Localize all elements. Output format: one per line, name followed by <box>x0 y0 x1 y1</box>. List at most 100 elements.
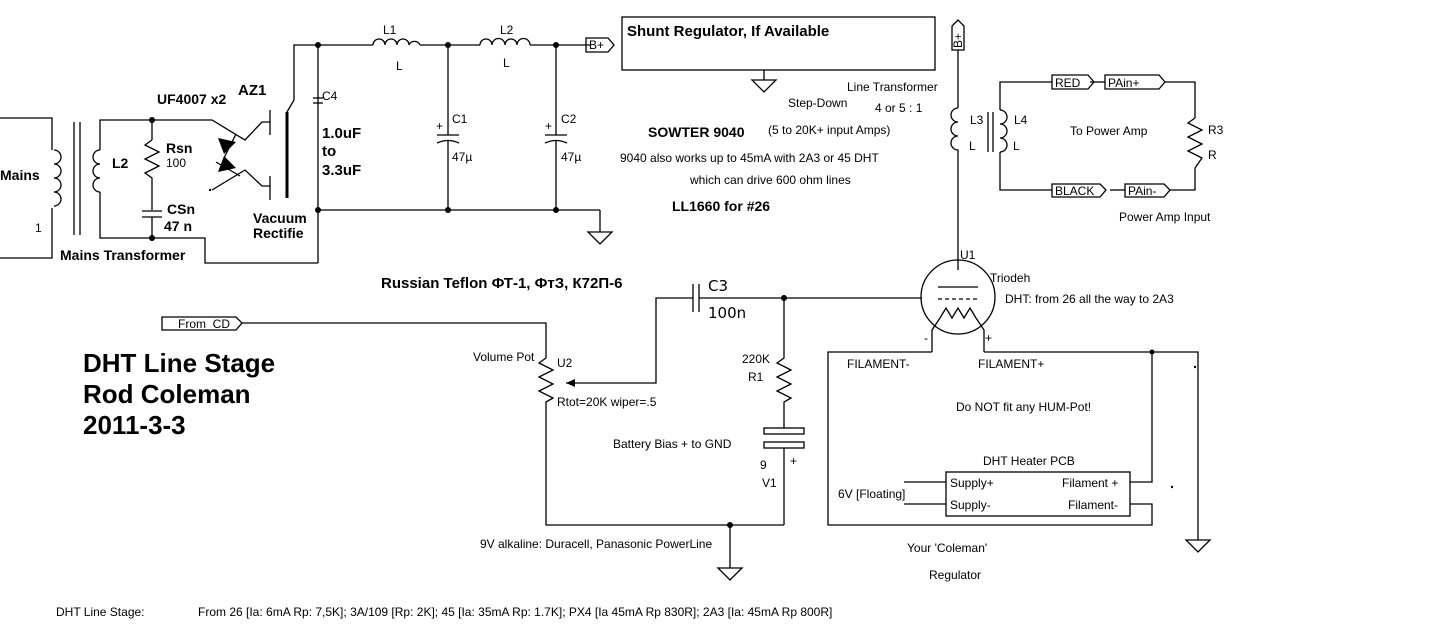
bplus-flag-shunt <box>951 19 965 108</box>
ll1660-label: LL1660 for #26 <box>672 198 770 214</box>
bplus-label-psu: B+ <box>589 38 604 52</box>
heater-wiring <box>827 349 1212 553</box>
mains-primary-coil <box>53 149 62 207</box>
no-hum-pot-note: Do NOT fit any HUM-Pot! <box>956 400 1091 414</box>
from-cd-label: From_CD <box>178 317 230 331</box>
c2-capacitor <box>544 45 568 210</box>
pain-plus-flag <box>1104 74 1166 90</box>
v1-name: V1 <box>762 476 777 490</box>
bplus-label-shunt: B+ <box>951 33 965 48</box>
black-label: BLACK <box>1055 184 1094 198</box>
sowter-note-2: which can drive 600 ohm lines <box>689 173 851 187</box>
line-transformer-label: Line Transformer <box>847 80 938 94</box>
c2-name: C2 <box>561 112 577 126</box>
c1-capacitor <box>436 45 460 210</box>
heater-pcb-box <box>945 471 1131 517</box>
sowter-note-1: 9040 also works up to 45mA with 2A3 or 4… <box>620 151 879 165</box>
line-transformer-ratio: 4 or 5 : 1 <box>875 101 923 115</box>
sowter-label: SOWTER 9040 <box>648 124 745 140</box>
red-label: RED <box>1055 76 1081 90</box>
l2-inductor <box>479 37 531 46</box>
l2-mains-label: L2 <box>112 155 129 171</box>
l1-inductor <box>372 38 421 46</box>
shunt-ground <box>750 70 778 93</box>
c1-name: C1 <box>452 112 468 126</box>
c4-value-2: to <box>322 143 336 160</box>
triode-tube <box>920 259 996 352</box>
l1-sub: L <box>396 59 403 73</box>
heater-pcb-label: DHT Heater PCB <box>983 454 1075 468</box>
csn-value: 47 n <box>164 218 192 234</box>
c4-capacitor <box>313 97 323 104</box>
dht-note: DHT: from 26 all the way to 2A3 <box>1005 292 1174 306</box>
az1-rectifier <box>269 44 318 200</box>
stepdown-label: Step-Down <box>788 96 847 110</box>
power-amp-input-label: Power Amp Input <box>1119 210 1211 224</box>
mains-pin-label: 1 <box>35 221 42 235</box>
csn-capacitor <box>142 210 162 238</box>
pain-plus-label: PAin+ <box>1108 76 1139 90</box>
l1-name: L1 <box>383 23 397 37</box>
power-amp-wiring <box>999 81 1196 191</box>
pcb-supply-minus: Supply- <box>950 498 991 512</box>
l2-name: L2 <box>500 23 514 37</box>
title-line-1: DHT Line Stage <box>83 348 275 378</box>
r3-resistor <box>1186 117 1204 169</box>
from-cd-flag <box>161 316 243 331</box>
volume-pot <box>537 357 784 526</box>
c3-name: C3 <box>708 277 728 295</box>
v1-value: 9 <box>760 458 767 472</box>
title-line-3: 2011-3-3 <box>83 410 186 440</box>
mains-secondary-coil <box>92 149 101 193</box>
tube-plus-label: + <box>985 331 992 345</box>
title-line-2: Rod Coleman <box>83 379 251 409</box>
l4-sub: L <box>1013 139 1020 153</box>
c4-value-3: 3.3uF <box>322 162 361 179</box>
l3-coil <box>950 107 959 270</box>
c2-value: 47µ <box>561 150 581 164</box>
rtot-label: Rtot=20K wiper=.5 <box>557 395 657 409</box>
pcb-filament-minus: Filament- <box>1068 498 1118 512</box>
red-flag <box>1051 74 1095 90</box>
shunt-regulator-box <box>621 16 936 71</box>
c4-value-1: 1.0uF <box>322 125 361 142</box>
rsn-value: 100 <box>166 156 186 170</box>
pain-minus-label: PAin- <box>1128 184 1156 198</box>
vacuum-label-2: Rectifie <box>253 225 304 241</box>
coleman-label-1: Your 'Coleman' <box>907 541 987 555</box>
battery-bias-label: Battery Bias + to GND <box>613 437 732 451</box>
uf4007-diodes <box>152 119 270 192</box>
l3-name: L3 <box>970 113 984 127</box>
shunt-regulator-label: Shunt Regulator, If Available <box>627 23 829 40</box>
r1-name: R1 <box>748 370 764 384</box>
volume-pot-label: Volume Pot <box>473 350 535 364</box>
az1-label: AZ1 <box>238 82 266 99</box>
l3-sub: L <box>969 139 976 153</box>
csn-name: CSn <box>167 201 195 217</box>
rsn-resistor <box>143 139 161 210</box>
u2-label: U2 <box>557 356 573 370</box>
coleman-label-2: Regulator <box>929 568 981 582</box>
input-amps-label: (5 to 20K+ input Amps) <box>768 123 890 137</box>
c1-value: 47µ <box>452 150 472 164</box>
v1-plus: + <box>790 454 797 468</box>
input-wiring <box>242 322 547 358</box>
black-flag <box>1051 183 1107 198</box>
alkaline-label: 9V alkaline: Duracell, Panasonic PowerLi… <box>480 537 712 551</box>
v1-battery <box>716 427 805 581</box>
footer-label: DHT Line Stage: <box>56 605 145 619</box>
l4-name: L4 <box>1014 113 1028 127</box>
vacuum-label-1: Vacuum <box>253 210 307 226</box>
mains-transformer <box>0 117 318 264</box>
bplus-flag-psu <box>585 37 615 53</box>
pcb-supply-plus: Supply+ <box>950 476 994 490</box>
uf4007-label: UF4007 x2 <box>157 91 226 107</box>
u1-label: U1 <box>960 248 976 262</box>
pain-minus-flag <box>1124 183 1171 198</box>
r3-sub: R <box>1208 148 1217 162</box>
c4-name: C4 <box>322 89 338 103</box>
footer-tubes: From 26 [Ia: 6mA Rp: 7,5K]; 3A/109 [Rp: … <box>198 605 832 619</box>
rsn-name: Rsn <box>166 140 192 156</box>
r3-name: R3 <box>1208 123 1224 137</box>
